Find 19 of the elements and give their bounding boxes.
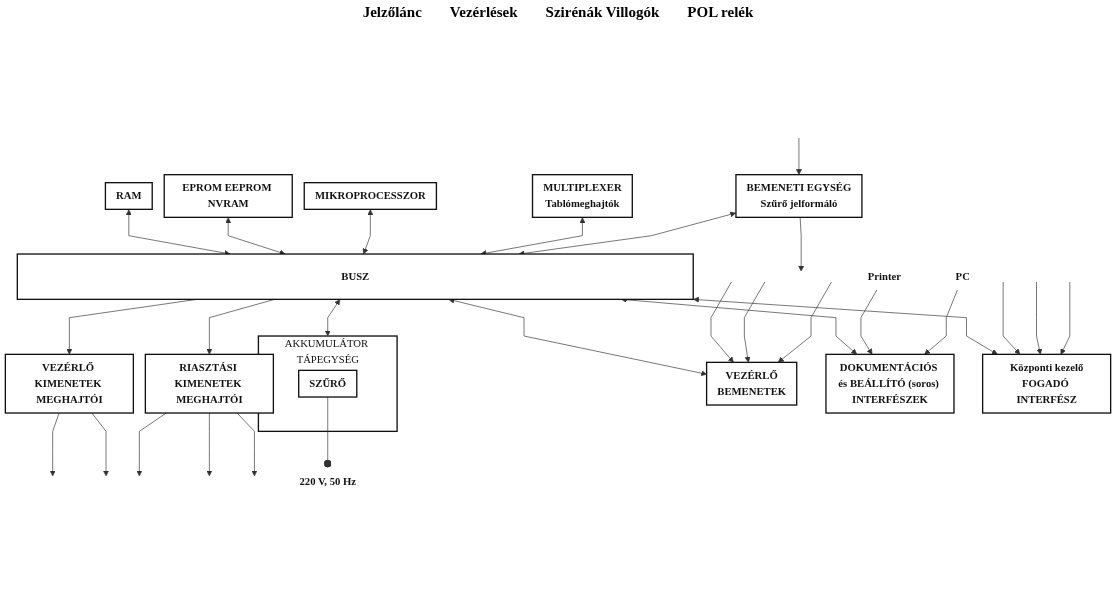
signal-label: POL relék	[687, 4, 754, 21]
node-box: SZŰRŐ	[298, 370, 358, 399]
signal-label: Jelzőlánc	[362, 4, 422, 21]
node-box: Központi kezelő FOGADÓ INTERFÉSZ	[981, 354, 1112, 415]
node-box: EPROM EEPROM NVRAM	[163, 174, 293, 219]
node-text: PC	[955, 271, 970, 283]
node-box: MIKROPROCESSZOR	[303, 182, 438, 211]
node-box: RAM	[104, 182, 153, 211]
node-box: RIASZTÁSI KIMENETEK MEGHAJTÓI	[144, 354, 275, 415]
node-text: Printer	[867, 271, 902, 283]
signal-label: Vezérlések	[449, 4, 518, 21]
node-box: BUSZ	[16, 253, 694, 301]
node-box: VEZÉRLŐ BEMENETEK	[705, 362, 798, 407]
signal-label: Szirénák Villogók	[545, 4, 660, 21]
node-box: VEZÉRLŐ KIMENETEK MEGHAJTÓI	[4, 354, 135, 415]
node-box: DOKUMENTÁCIÓS és BEÁLLÍTÓ (soros) INTERFÉSZEK	[825, 354, 955, 415]
node-text: 220 V, 50 Hz	[299, 475, 356, 488]
node-box: MULTIPLEXER Tablómeghajtók	[531, 174, 633, 219]
node-box: BEMENETI EGYSÉG Szűrő jelformáló	[735, 174, 863, 219]
